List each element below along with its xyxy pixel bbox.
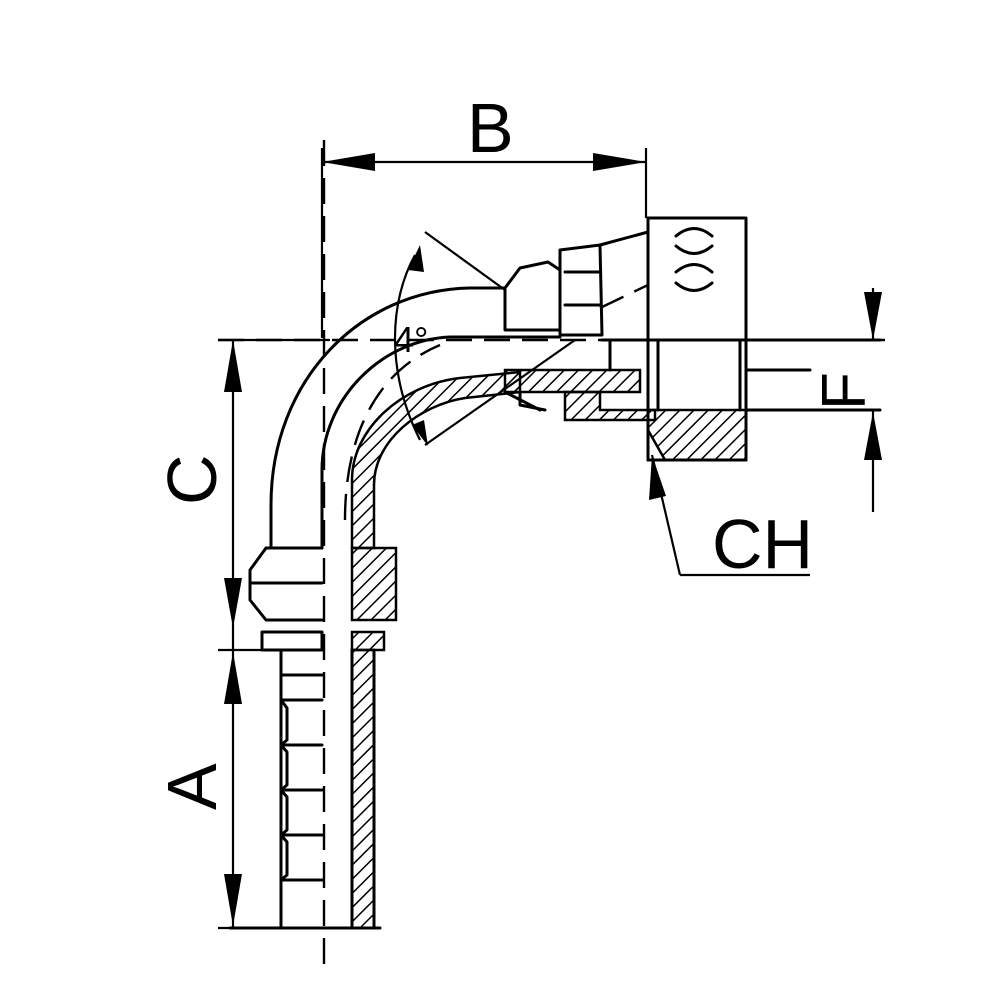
dimension-b-label: B [467,89,514,167]
dimension-ch: CH [649,454,813,583]
angle-label: 4° [394,319,428,360]
dimension-a: A [153,650,281,930]
angle-indicator: 4° [393,231,576,446]
dimension-c: C [153,338,330,652]
dimension-f: F [810,288,882,512]
dimension-f-label: F [810,372,879,410]
dimension-b: B [320,89,648,338]
swivel-nut [503,216,882,462]
collar [248,546,398,652]
dimension-c-label: C [153,454,231,505]
hose-tail [228,648,382,930]
dimension-a-label: A [153,763,231,810]
dimension-ch-label: CH [712,505,813,583]
